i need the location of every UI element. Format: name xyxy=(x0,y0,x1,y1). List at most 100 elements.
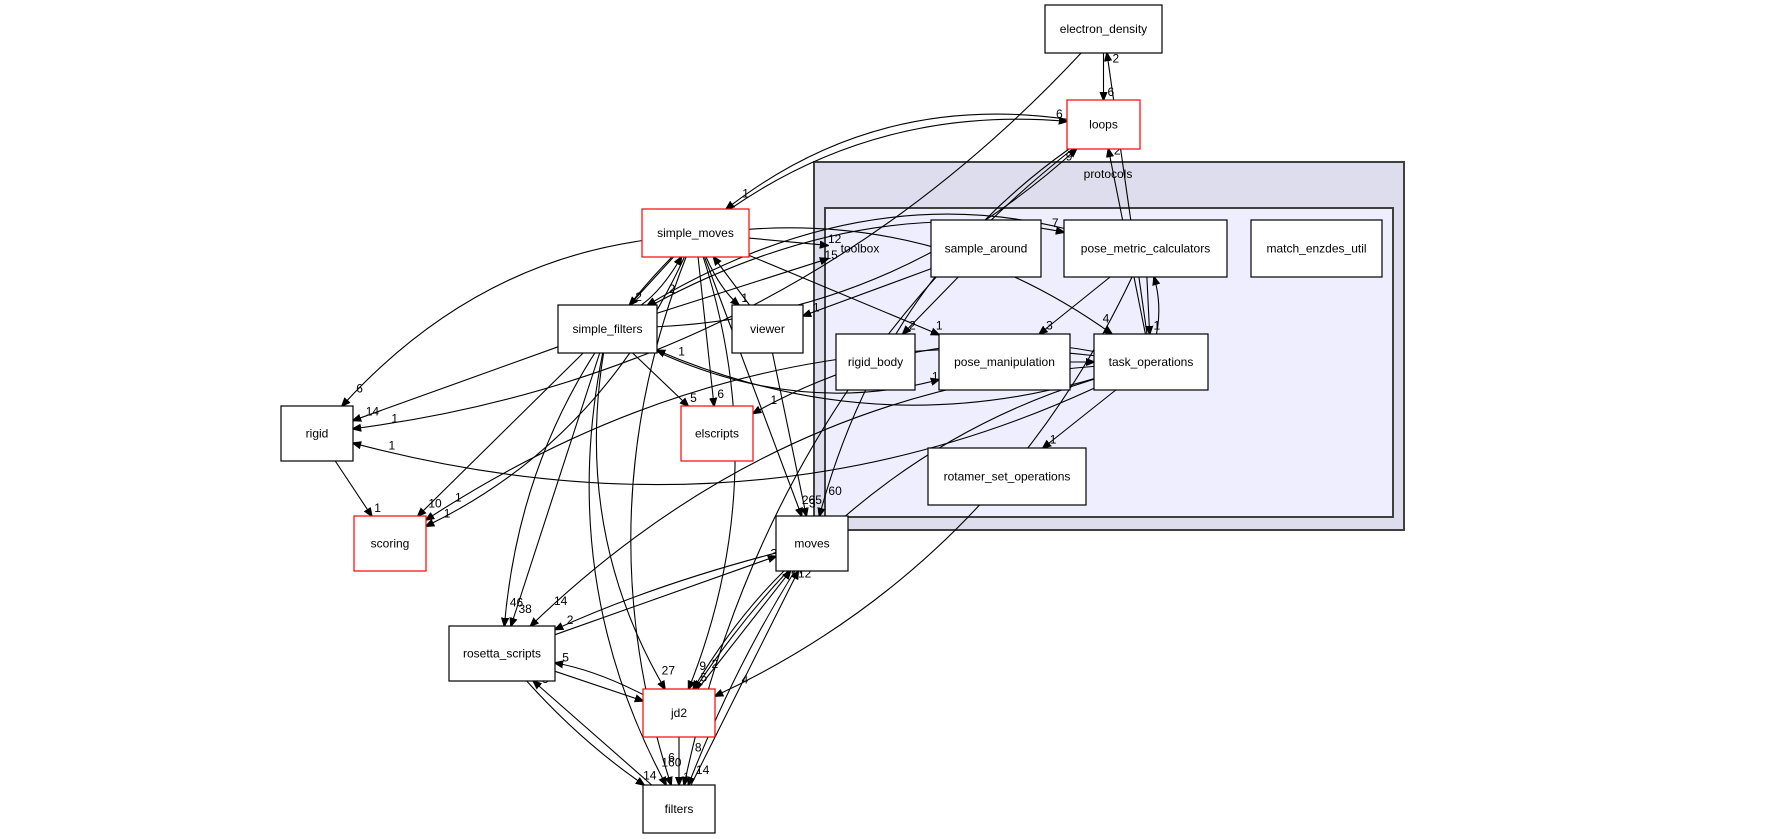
edge-simple_filters-to-simple_moves xyxy=(641,257,681,306)
edge-label: 10 xyxy=(428,497,442,511)
edge-label: 1 xyxy=(444,507,451,521)
node-task-operations[interactable]: task_operations xyxy=(1093,333,1209,391)
edge-label: 1 xyxy=(683,770,690,784)
edge-simple_filters-to-toolbox xyxy=(656,259,828,314)
node-pose-manipulation[interactable]: pose_manipulation xyxy=(938,333,1071,391)
edge-pose_metric_calculators-to-task_operations xyxy=(1147,276,1150,334)
cluster-protocols-label: protocols xyxy=(1084,167,1133,181)
edge-label: 60 xyxy=(828,484,842,498)
node-label: sample_around xyxy=(945,242,1028,256)
node-label: rigid xyxy=(306,427,329,441)
node-box xyxy=(642,784,716,834)
edge-label: 6 xyxy=(668,751,675,765)
edge-simple_moves-to-rigid xyxy=(342,240,643,406)
node-label: pose_manipulation xyxy=(954,355,1055,369)
edge-viewer-to-simple_moves xyxy=(714,257,750,306)
node-pose-metric-calculators[interactable]: pose_metric_calculators xyxy=(1063,219,1228,278)
edge-loops-to-simple_moves xyxy=(726,113,1068,209)
edge-loops-to-moves xyxy=(819,148,1070,516)
edge-rosetta_scripts-to-filters xyxy=(526,680,644,785)
node-rigid[interactable]: rigid xyxy=(280,405,354,462)
edge-label: 1 xyxy=(770,393,777,407)
edge-moves-to-jd2 xyxy=(693,570,785,689)
edges xyxy=(334,53,1159,786)
node-box xyxy=(927,447,1087,506)
node-box xyxy=(938,333,1071,391)
node-label: jd2 xyxy=(670,706,687,720)
node-box xyxy=(680,405,754,462)
edge-task_operations-to-pose_metric_calculators xyxy=(1154,277,1159,335)
edge-label: 9 xyxy=(1066,149,1073,163)
edge-label: 1 xyxy=(678,345,685,359)
node-electron-density[interactable]: electron_density xyxy=(1044,4,1163,54)
node-box xyxy=(557,304,658,354)
edge-sample_around-to-viewer xyxy=(803,268,932,316)
edge-task_operations-to-rotamer_set_operations xyxy=(1043,389,1117,448)
node-box xyxy=(641,208,750,258)
edge-label: 14 xyxy=(643,769,657,783)
node-box xyxy=(1093,333,1209,391)
node-label: toolbox xyxy=(841,242,880,256)
node-toolbox[interactable]: toolbox xyxy=(841,242,880,256)
node-simple-filters[interactable]: simple_filters xyxy=(557,304,658,354)
node-sample-around[interactable]: sample_around xyxy=(930,219,1042,278)
node-label: simple_filters xyxy=(572,322,642,336)
edge-simple_filters-to-elscripts xyxy=(632,352,689,406)
edge-label: 14 xyxy=(696,763,710,777)
node-jd2[interactable]: jd2 xyxy=(642,688,716,738)
node-rigid-body[interactable]: rigid_body xyxy=(835,333,916,391)
node-label: rosetta_scripts xyxy=(463,647,541,661)
edge-pose_metric_calculators-to-pose_manipulation xyxy=(1039,276,1111,334)
node-loops[interactable]: loops xyxy=(1066,99,1141,150)
node-scoring[interactable]: scoring xyxy=(353,515,427,572)
node-viewer[interactable]: viewer xyxy=(731,304,804,354)
edge-label: 5 xyxy=(701,670,708,684)
node-box xyxy=(835,333,916,391)
node-simple-moves[interactable]: simple_moves xyxy=(641,208,750,258)
node-filters[interactable]: filters xyxy=(642,784,716,834)
edge-label: 5 xyxy=(562,650,569,664)
edge-pose_metric_calculators-to-simple_filters xyxy=(648,213,1065,305)
node-box xyxy=(280,405,354,462)
node-match-enzdes-util[interactable]: match_enzdes_util xyxy=(1250,219,1383,278)
edge-label: 14 xyxy=(554,594,568,608)
edge-rosetta_scripts-to-jd2 xyxy=(554,670,643,701)
edge-simple_filters-to-scoring xyxy=(418,352,584,516)
node-label: pose_metric_calculators xyxy=(1081,242,1210,256)
edge-jd2-to-moves xyxy=(697,571,791,690)
edge-pose_metric_calculators-to-jd2 xyxy=(715,276,1133,696)
edge-simple_filters-to-jd2 xyxy=(595,352,665,689)
node-box xyxy=(1044,4,1163,54)
edge-label: 4 xyxy=(741,673,748,687)
edge-label: 265 xyxy=(802,493,822,507)
edge-label: 3 xyxy=(1046,319,1053,333)
edge-filters-to-moves xyxy=(690,571,798,786)
edge-label: 4 xyxy=(1103,312,1110,326)
edge-label: 15 xyxy=(824,248,838,262)
node-rosetta-scripts[interactable]: rosetta_scripts xyxy=(448,625,556,682)
node-box xyxy=(642,688,716,738)
node-box xyxy=(448,625,556,682)
edge-label: 1 xyxy=(455,491,462,505)
edge-label: 2 xyxy=(909,319,916,333)
node-elscripts[interactable]: elscripts xyxy=(680,405,754,462)
edge-label: 1 xyxy=(932,370,939,384)
node-label: loops xyxy=(1089,118,1118,132)
edge-label: 8 xyxy=(695,740,702,754)
edge-task_operations-to-simple_filters xyxy=(657,350,1095,406)
node-label: electron_density xyxy=(1060,22,1147,36)
node-moves[interactable]: moves xyxy=(775,515,849,572)
edge-rigid-to-scoring xyxy=(334,460,372,516)
node-label: task_operations xyxy=(1109,355,1194,369)
node-rotamer-set-operations[interactable]: rotamer_set_operations xyxy=(927,447,1087,506)
edge-label: 5 xyxy=(690,391,697,405)
edge-simple_moves-to-jd2 xyxy=(689,256,736,689)
edge-label: 160 xyxy=(661,756,681,770)
edge-simple_moves-to-viewer xyxy=(705,256,739,305)
edge-label: 2 xyxy=(711,657,718,671)
edge-label: 6 xyxy=(356,382,363,396)
edge-label: 2 xyxy=(1114,144,1121,158)
edge-label: 6 xyxy=(1056,107,1063,121)
edge-label: 1 xyxy=(391,411,398,425)
